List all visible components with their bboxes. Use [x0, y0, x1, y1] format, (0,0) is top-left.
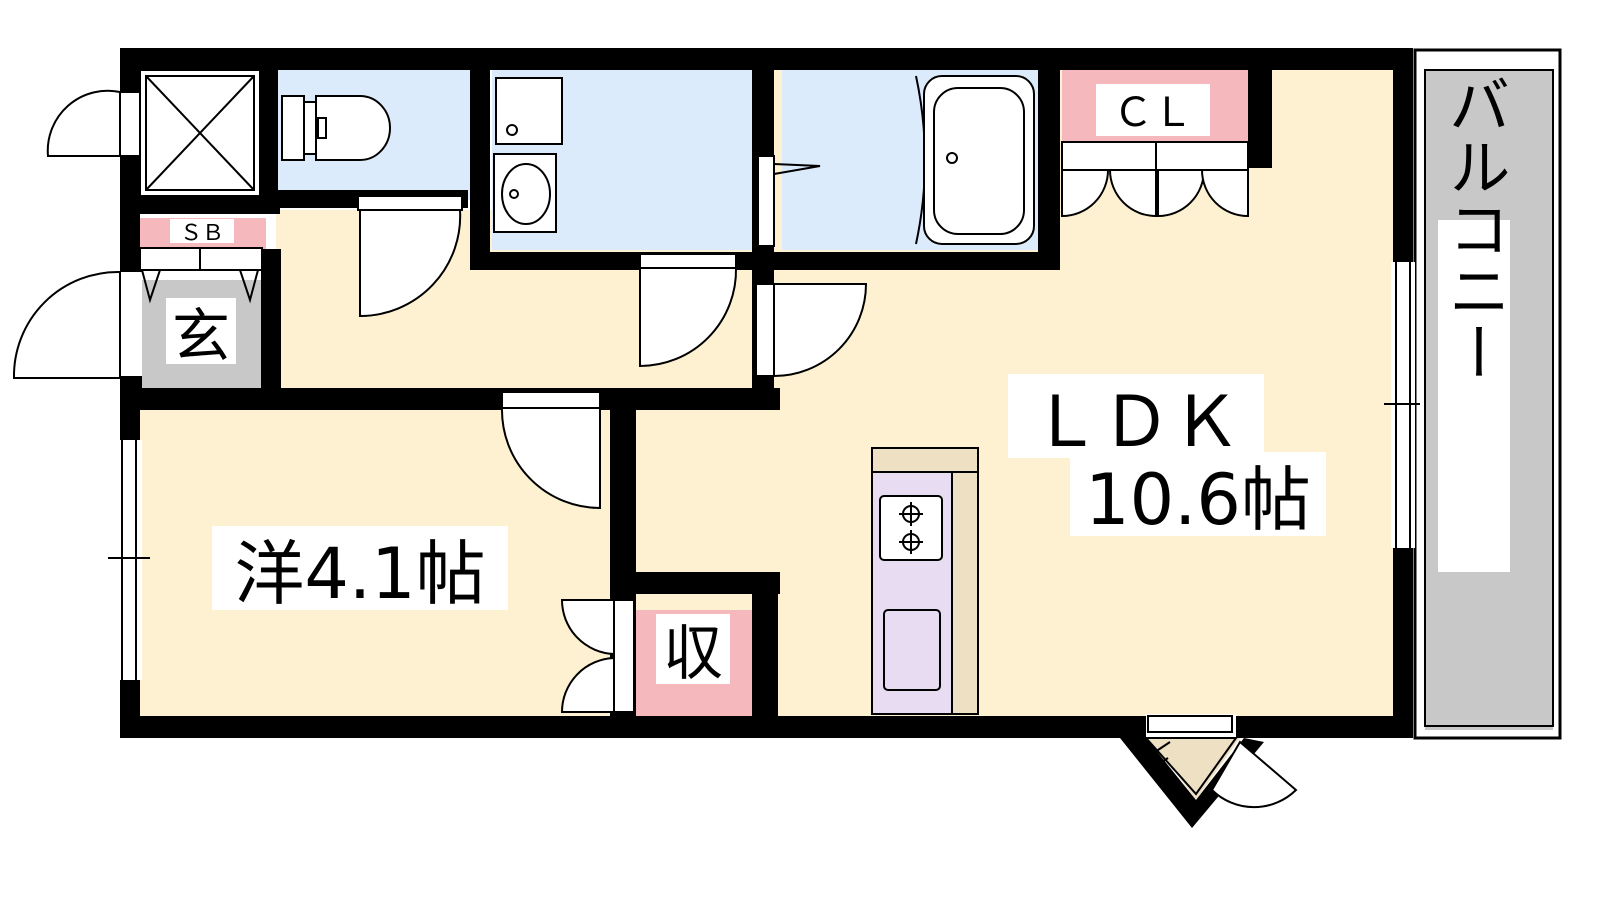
bathtub	[915, 75, 1035, 245]
western-room-door	[500, 391, 601, 510]
western-label: 洋4.1帖	[234, 533, 485, 615]
balcony-label: バルコニー	[1438, 73, 1511, 383]
pipe-shaft	[139, 69, 261, 197]
bath-door	[757, 155, 821, 247]
labels: ＣＬ ＳＢ 玄 ＬＤＫ 10.6帖 洋4.1帖 収 バルコニー	[166, 73, 1511, 689]
upper-left-door	[46, 89, 121, 157]
bottom-bay	[1120, 737, 1298, 828]
washroom-door	[639, 253, 738, 368]
closet-label-bg	[1096, 84, 1210, 136]
entrance-label: 玄	[172, 302, 230, 370]
storage-door	[560, 599, 635, 713]
ldk-door	[755, 283, 868, 378]
kitchen-counter	[871, 447, 979, 715]
washroom-fixtures	[493, 77, 563, 233]
closet-label: ＣＬ	[1113, 90, 1193, 136]
shoebox-label: ＳＢ	[180, 221, 224, 246]
balcony-label-bg	[1438, 220, 1510, 572]
ldk-size-bg	[1070, 452, 1326, 536]
closet-doors	[1061, 141, 1249, 218]
ldk-name-bg	[1008, 374, 1264, 458]
balcony-inner-line	[1424, 69, 1554, 727]
ldk-size: 10.6帖	[1085, 459, 1311, 541]
storage-label-bg	[656, 614, 730, 684]
entrance-label-bg	[166, 298, 236, 364]
shoebox-detail	[139, 247, 263, 304]
openings	[108, 91, 1420, 738]
entrance-door	[12, 270, 121, 379]
floor-areas	[140, 70, 1553, 800]
toilet-fixture	[281, 95, 391, 161]
western-label-bg	[212, 526, 508, 610]
toilet-door	[357, 195, 463, 318]
ldk-name: ＬＤＫ	[1031, 381, 1241, 463]
storage-label: 収	[663, 619, 723, 689]
shoebox-label-bg	[170, 219, 234, 243]
